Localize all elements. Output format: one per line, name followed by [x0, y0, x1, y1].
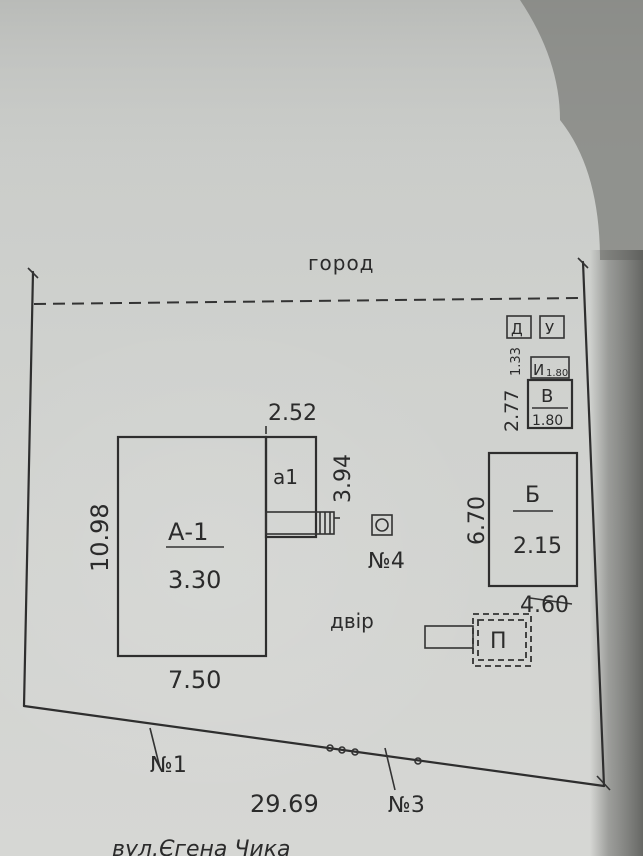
building-i-name: И	[533, 361, 544, 379]
street-label: вул.Єгена Чика	[112, 837, 291, 856]
building-d-outline	[506, 315, 532, 339]
well-marker	[371, 514, 393, 536]
main-width-dimension: 7.50	[168, 666, 221, 694]
building-v-height: 1.80	[532, 413, 563, 429]
marker-n3: №3	[388, 793, 425, 818]
building-b-length-dimension: 6.70	[465, 496, 490, 545]
garden-boundary-dashed	[33, 297, 581, 305]
building-b-width-dimension: 4.60	[520, 593, 569, 618]
building-p-name: П	[490, 629, 507, 654]
building-b-height: 2.15	[513, 534, 562, 559]
building-b-name: Б	[525, 483, 540, 508]
plot-front-dimension: 29.69	[250, 790, 319, 818]
well-number-label: №4	[368, 549, 405, 574]
building-u-outline	[539, 315, 565, 339]
porch-steps	[265, 511, 340, 535]
building-a1-height: 3.30	[168, 566, 221, 594]
building-v-outline	[526, 378, 574, 430]
building-d-name: Д	[511, 320, 523, 338]
building-a1-outline	[116, 435, 268, 658]
building-p-outline	[424, 613, 532, 667]
annex-width-dimension: 2.52	[268, 401, 317, 426]
annex-a1-outline	[264, 435, 318, 539]
garden-label: город	[308, 251, 375, 275]
yard-label: двір	[330, 609, 374, 633]
building-v-dimension: 2.77	[501, 390, 523, 432]
building-i-outline	[530, 356, 570, 379]
building-b-outline	[487, 451, 579, 588]
gate-marker	[149, 727, 422, 791]
building-u-name: У	[545, 320, 554, 338]
annex-name: а1	[273, 465, 298, 489]
marker-n1: №1	[150, 753, 187, 778]
plot-boundary	[22, 257, 611, 791]
main-length-dimension: 10.98	[86, 503, 114, 572]
annex-length-dimension: 3.94	[331, 454, 356, 503]
building-i-dimension: 1.33	[509, 347, 524, 376]
building-a1-name: А-1	[168, 518, 208, 546]
building-v-name: В	[541, 386, 553, 407]
building-i-height: 1.80	[546, 368, 568, 379]
